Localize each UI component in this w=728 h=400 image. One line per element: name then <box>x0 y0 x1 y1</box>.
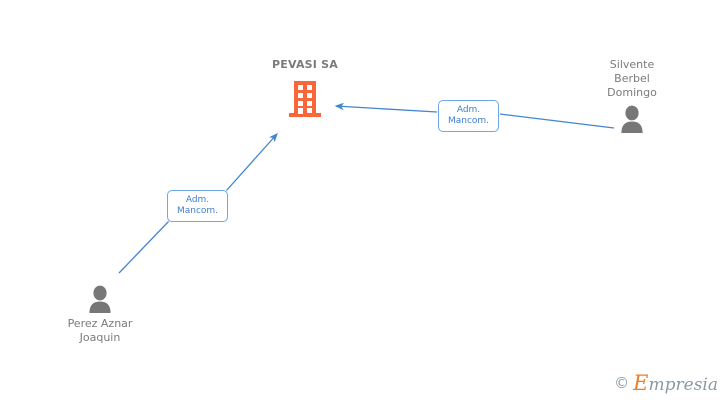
person-icon <box>89 285 111 313</box>
person-name-perez-aznar-joaquin: Perez Aznar Joaquin <box>67 317 133 344</box>
edge-silvente-to-label <box>499 113 615 129</box>
relation-label-silvente-pevasi[interactable]: Adm. Mancom. <box>438 100 499 132</box>
person-name-silvente-berbel-domingo: Silvente Berbel Domingo <box>607 58 657 99</box>
building-icon <box>289 81 321 117</box>
company-label: PEVASI SA <box>272 58 338 71</box>
brand-name: Empresia <box>633 373 718 394</box>
company-node-pevasi[interactable]: PEVASI SA <box>245 58 365 121</box>
edge-perez-to-label <box>118 220 170 274</box>
person-node-perez-aznar-joaquin[interactable]: Perez Aznar Joaquin <box>35 284 165 345</box>
watermark-empresia: © Empresia <box>614 373 718 394</box>
relation-label-perez-pevasi[interactable]: Adm. Mancom. <box>167 190 228 222</box>
brand-initial: E <box>633 371 649 395</box>
person-node-silvente-berbel-domingo[interactable]: Silvente Berbel Domingo <box>567 58 697 134</box>
copyright-icon: © <box>614 374 630 392</box>
person-icon <box>621 105 643 133</box>
edge-label-to-company-right <box>334 102 438 113</box>
edge-label-to-company-left <box>225 133 278 192</box>
brand-rest: mpresia <box>648 375 719 395</box>
